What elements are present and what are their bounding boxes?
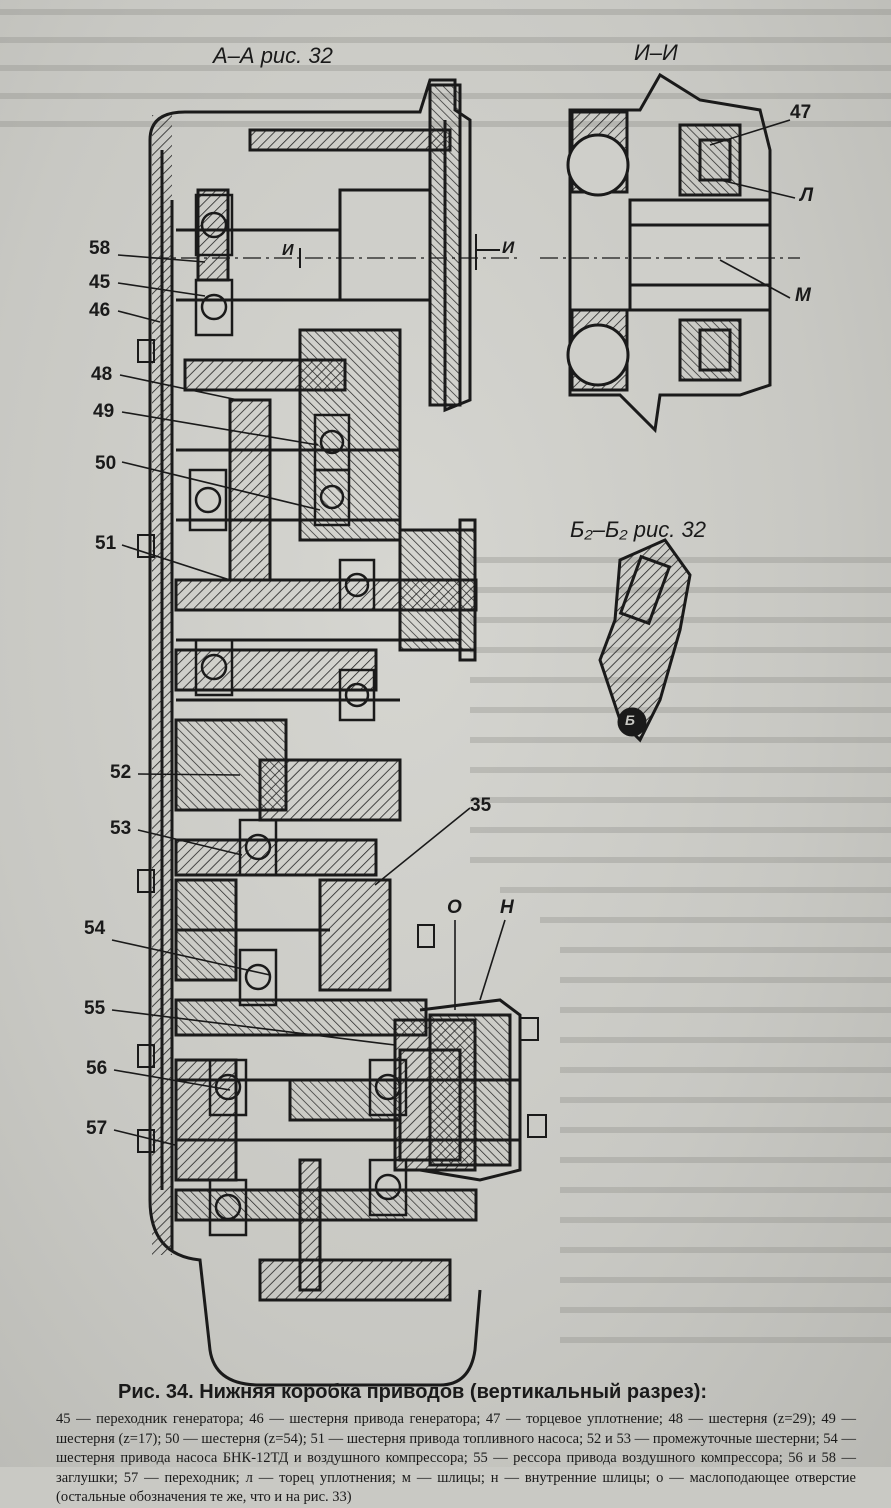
callout-O: О (447, 897, 462, 918)
callout-49: 49 (93, 401, 115, 422)
section-title-ii: И–И (634, 40, 678, 65)
section-title-bb: Б₂–Б₂ рис. 32 (570, 517, 706, 542)
callout-55: 55 (84, 998, 106, 1019)
callout-M: М (795, 285, 811, 306)
callout-45: 45 (89, 272, 111, 293)
leader-lines (111, 119, 796, 1146)
callout-51: 51 (95, 533, 117, 554)
callout-56: 56 (86, 1058, 108, 1079)
callout-58: 58 (89, 238, 111, 259)
technical-drawing (0, 9, 891, 1387)
callout-48: 48 (91, 364, 113, 385)
callout-35: 35 (470, 795, 492, 816)
callout-I-tick: И (502, 238, 515, 257)
callout-53: 53 (110, 818, 132, 839)
callout-47: 47 (790, 102, 812, 123)
callout-52: 52 (110, 762, 132, 783)
callout-57: 57 (86, 1118, 108, 1139)
section-ii-drawing (540, 72, 800, 434)
callout-46: 46 (89, 300, 111, 321)
figure-caption-body: 45 — переходник генератора; 46 — шестерн… (56, 1411, 856, 1505)
figure-caption-title: Рис. 34. Нижняя коробка приводов (вертик… (118, 1381, 708, 1403)
callout-L: Л (800, 185, 814, 206)
background-text-lines (0, 9, 891, 1343)
callout-50: 50 (95, 453, 117, 474)
main-housing-section (137, 78, 547, 1387)
section-title-aa: А–А рис. 32 (213, 43, 333, 68)
callout-I: И (282, 242, 294, 259)
callout-54: 54 (84, 918, 106, 939)
section-bb-drawing (598, 538, 692, 743)
callout-H: Н (500, 897, 514, 918)
callout-B: Б (625, 712, 635, 728)
